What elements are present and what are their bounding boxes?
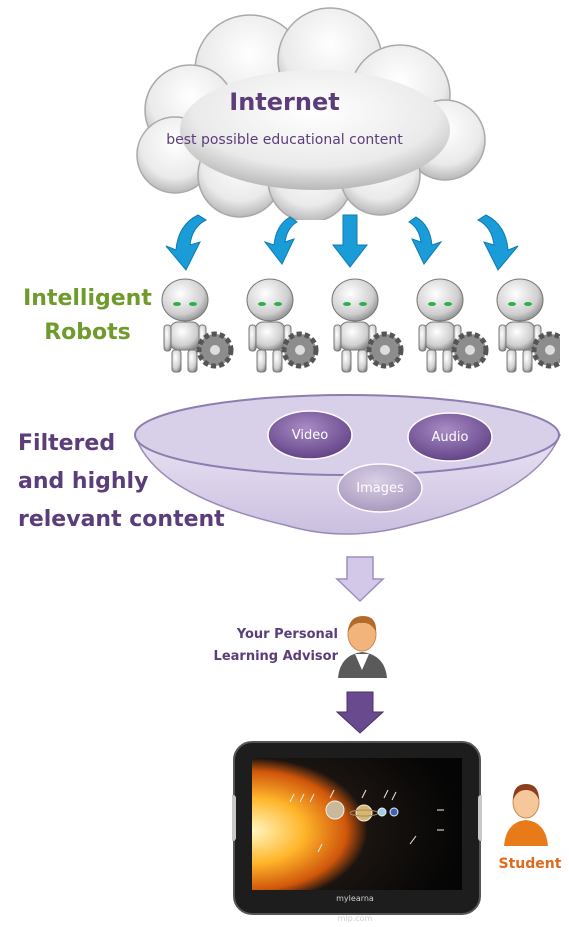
arrow-icon bbox=[408, 216, 443, 265]
arrow-icon bbox=[476, 214, 519, 271]
internet-cloud bbox=[136, 7, 486, 220]
advisor-icon bbox=[338, 616, 387, 678]
images-label: Images bbox=[356, 481, 404, 496]
cloud-subtitle: best possible educational content bbox=[166, 132, 403, 148]
arrow-icon bbox=[165, 214, 208, 271]
student-icon bbox=[504, 784, 548, 846]
filter-funnel bbox=[133, 394, 562, 535]
tablet-brand: mylearna bbox=[336, 894, 374, 903]
video-label: Video bbox=[291, 428, 329, 443]
arrow-icon bbox=[331, 214, 369, 268]
audio-bubble bbox=[407, 412, 493, 462]
video-bubble bbox=[267, 410, 353, 460]
advisor-label: Your Personal Learning Advisor bbox=[213, 627, 338, 664]
filtered-label: Filtered and highly relevant content bbox=[18, 431, 225, 532]
robots-label: Intelligent Robots bbox=[23, 286, 152, 345]
tablet-brand-bottom: mlp.com bbox=[337, 914, 373, 923]
arrow-icon bbox=[263, 216, 298, 265]
lavender-arrow-icon bbox=[335, 556, 385, 603]
tablet-device bbox=[232, 741, 482, 915]
student-label: Student bbox=[498, 856, 562, 872]
robots-row bbox=[161, 270, 560, 380]
tablet-screen bbox=[252, 758, 462, 890]
down-arrows bbox=[165, 214, 519, 271]
images-bubble bbox=[337, 463, 423, 513]
cloud-title: Internet bbox=[229, 88, 340, 116]
robot-icon bbox=[161, 278, 234, 373]
purple-arrow-icon bbox=[335, 691, 385, 734]
audio-label: Audio bbox=[431, 430, 469, 445]
